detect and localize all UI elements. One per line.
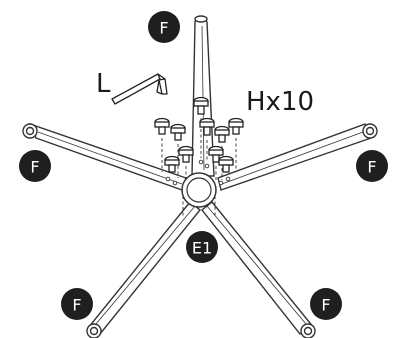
badge-hub: E1 <box>186 231 218 263</box>
badge-hub-label: E1 <box>192 239 212 258</box>
screw <box>208 145 224 163</box>
center-hub <box>181 172 217 208</box>
screw <box>199 117 215 136</box>
badge-left-label: F <box>30 158 39 177</box>
badge-top-label: F <box>159 19 168 38</box>
leg-bottom-right <box>201 201 316 338</box>
screw <box>193 96 209 115</box>
leg-left <box>22 122 187 191</box>
screw-quantity-label: Hx10 <box>246 87 314 117</box>
screw-holes <box>165 159 231 186</box>
screw <box>214 125 230 143</box>
allen-key-icon <box>111 73 168 105</box>
badge-right: F <box>356 150 388 182</box>
screw <box>218 155 234 173</box>
badge-bottom-right-label: F <box>321 296 330 315</box>
leg-right <box>217 123 378 191</box>
screw <box>170 123 186 141</box>
badge-right-label: F <box>367 158 376 177</box>
screw <box>228 117 244 135</box>
badge-bottom-right: F <box>310 288 342 320</box>
leg-bottom-left <box>86 201 201 338</box>
badge-left: F <box>19 150 51 182</box>
screw <box>154 117 170 135</box>
screw <box>178 145 194 163</box>
screw-set <box>154 96 244 173</box>
badge-bottom-left: F <box>61 288 93 320</box>
tool-label: L <box>96 69 111 99</box>
screw <box>164 155 180 173</box>
badge-bottom-left-label: F <box>72 296 81 315</box>
badge-top: F <box>148 11 180 43</box>
